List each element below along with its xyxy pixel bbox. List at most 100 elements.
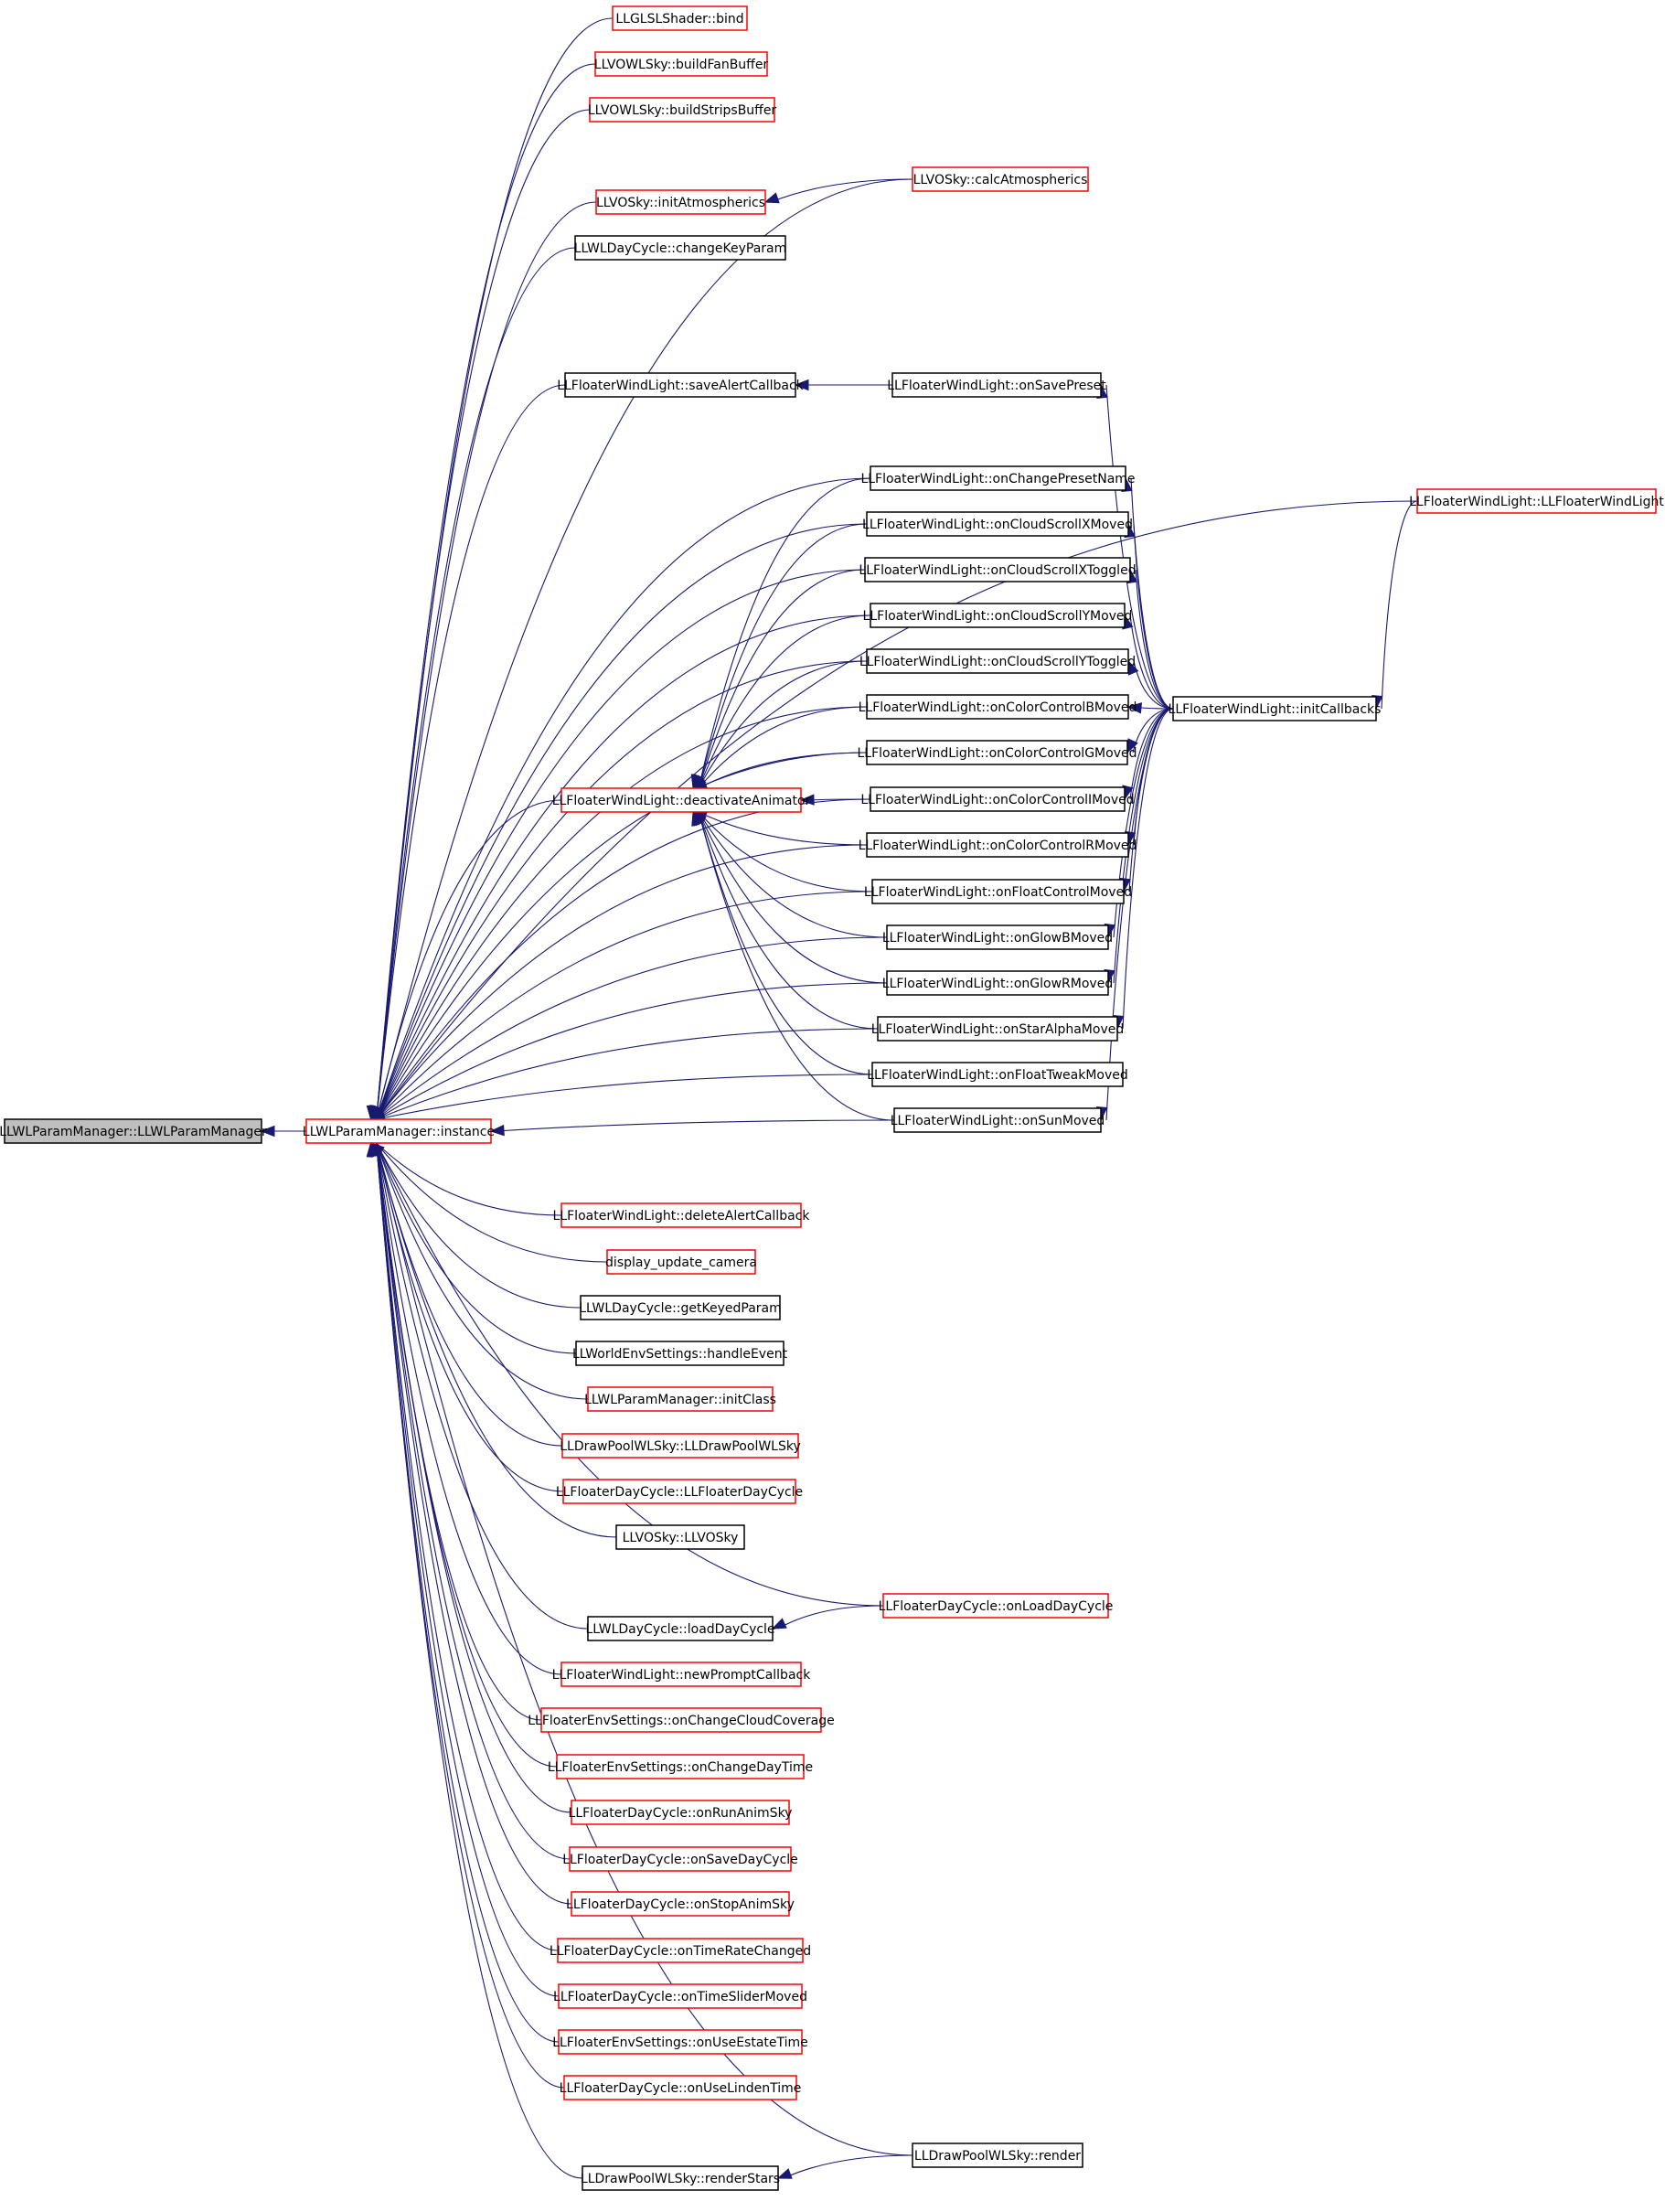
edge-on-ccrmoved-to-instance — [376, 844, 868, 1120]
node-label: LLFloaterDayCycle::onLoadDayCycle — [879, 1599, 1114, 1614]
node-on-float-tweak[interactable]: LLFloaterWindLight::onFloatTweakMoved — [867, 1062, 1128, 1087]
node-on-use-estate[interactable]: LLFloaterEnvSettings::onUseEstateTime — [552, 2029, 808, 2055]
node-instance[interactable]: LLWLParamManager::instance — [303, 1118, 495, 1144]
node-label: LLDrawPoolWLSky::render — [914, 2149, 1081, 2164]
edge-on-ccgmoved-to-deactivate — [698, 752, 868, 789]
node-root[interactable]: LLWLParamManager::LLWLParamManager — [0, 1118, 267, 1144]
edge-on-fcmoved-to-instance — [376, 891, 873, 1120]
node-label: LLFloaterEnvSettings::onChangeCloudCover… — [528, 1714, 835, 1728]
node-on-csytoggled[interactable]: LLFloaterWindLight::onCloudScrollYToggle… — [859, 648, 1136, 674]
edge-calc-atmo-to-instance — [376, 178, 913, 1120]
node-box — [562, 1479, 796, 1504]
node-on-use-linden[interactable]: LLFloaterDayCycle::onUseLindenTime — [560, 2075, 802, 2100]
node-build-fan[interactable]: LLVOWLSky::buildFanBuffer — [594, 51, 769, 77]
edge-on-star-alpha-to-deactivate — [698, 811, 879, 1030]
node-on-cloud-cov[interactable]: LLFloaterEnvSettings::onChangeCloudCover… — [528, 1707, 835, 1733]
node-init-atmo[interactable]: LLVOSky::initAtmospherics — [595, 189, 766, 215]
node-box — [871, 879, 1125, 904]
node-new-prompt[interactable]: LLFloaterWindLight::newPromptCallback — [552, 1662, 812, 1687]
node-handle-event[interactable]: LLWorldEnvSettings::handleEvent — [572, 1341, 788, 1366]
edge-on-csytoggled-to-deactivate — [698, 660, 868, 789]
edge-new-prompt-to-instance — [376, 1142, 562, 1675]
edge-on-glow-b-to-instance — [376, 936, 888, 1120]
node-box — [589, 97, 775, 123]
node-on-run-anim[interactable]: LLFloaterDayCycle::onRunAnimSky — [569, 1800, 793, 1825]
node-box — [866, 511, 1129, 537]
node-on-ccbmoved[interactable]: LLFloaterWindLight::onColorControlBMoved — [859, 694, 1137, 720]
node-box — [866, 740, 1128, 765]
node-on-day-time[interactable]: LLFloaterEnvSettings::onChangeDayTime — [548, 1754, 813, 1779]
node-delete-alert[interactable]: LLFloaterWindLight::deleteAlertCallback — [553, 1202, 811, 1228]
node-render-stars[interactable]: LLDrawPoolWLSky::renderStars — [581, 2165, 780, 2191]
node-calc-atmo[interactable]: LLVOSky::calcAtmospherics — [912, 166, 1089, 192]
edge-init-callbacks-to-on-glow-r — [1113, 708, 1174, 984]
node-label: LLVOSky::initAtmospherics — [596, 196, 765, 210]
node-init-class[interactable]: LLWLParamManager::initClass — [584, 1386, 776, 1412]
node-label: display_update_camera — [605, 1256, 757, 1270]
node-change-key[interactable]: LLWLDayCycle::changeKeyParam — [574, 235, 787, 261]
node-on-save-day[interactable]: LLFloaterDayCycle::onSaveDayCycle — [562, 1846, 798, 1872]
node-render[interactable]: LLDrawPoolWLSky::render — [912, 2143, 1083, 2168]
node-fwl-ctor[interactable]: LLFloaterWindLight::LLFloaterWindLight — [1409, 488, 1664, 514]
node-display-cam[interactable]: display_update_camera — [605, 1249, 757, 1275]
node-on-sun-moved[interactable]: LLFloaterWindLight::onSunMoved — [891, 1107, 1105, 1133]
arrowhead — [1126, 702, 1142, 714]
node-fdc-ctor[interactable]: LLFloaterDayCycle::LLFloaterDayCycle — [556, 1479, 803, 1504]
node-on-star-alpha[interactable]: LLFloaterWindLight::onStarAlphaMoved — [871, 1016, 1125, 1042]
node-on-csymoved[interactable]: LLFloaterWindLight::onCloudScrollYMoved — [863, 603, 1133, 628]
node-box — [866, 648, 1129, 674]
arrowhead — [489, 1124, 505, 1137]
node-box — [612, 5, 748, 31]
node-box — [870, 786, 1126, 812]
node-on-glow-r[interactable]: LLFloaterWindLight::onGlowRMoved — [882, 970, 1113, 996]
node-label: LLFloaterWindLight::onGlowBMoved — [882, 931, 1113, 946]
node-label: LLVOWLSky::buildStripsBuffer — [588, 103, 777, 118]
edge-load-day-to-instance — [376, 1142, 589, 1630]
node-vosky-ctor[interactable]: LLVOSky::LLVOSky — [615, 1524, 745, 1550]
node-label: LLFloaterEnvSettings::onChangeDayTime — [548, 1760, 813, 1775]
node-on-csxtoggled[interactable]: LLFloaterWindLight::onCloudScrollXToggle… — [859, 557, 1137, 582]
node-box — [558, 2029, 803, 2055]
node-on-ccimoved[interactable]: LLFloaterWindLight::onColorControlIMoved — [860, 786, 1135, 812]
edge-draw-pool-ctor-to-instance — [376, 1142, 563, 1447]
edges-layer — [260, 17, 1418, 2179]
node-on-save-preset[interactable]: LLFloaterWindLight::onSavePreset — [887, 372, 1106, 398]
node-box — [871, 1062, 1124, 1087]
node-label: LLWLDayCycle::loadDayCycle — [585, 1622, 774, 1637]
node-box — [560, 1662, 802, 1687]
node-draw-pool-ctor[interactable]: LLDrawPoolWLSky::LLDrawPoolWLSky — [560, 1433, 801, 1459]
node-on-fcmoved[interactable]: LLFloaterWindLight::onFloatControlMoved — [864, 879, 1132, 904]
node-on-load-day[interactable]: LLFloaterDayCycle::onLoadDayCycle — [879, 1593, 1114, 1619]
node-box — [1172, 696, 1377, 721]
node-on-time-rate[interactable]: LLFloaterDayCycle::onTimeRateChanged — [550, 1938, 811, 1963]
node-load-day[interactable]: LLWLDayCycle::loadDayCycle — [585, 1616, 775, 1641]
node-label: LLFloaterWindLight::onFloatControlMoved — [864, 885, 1132, 900]
node-init-callbacks[interactable]: LLFloaterWindLight::initCallbacks — [1169, 696, 1382, 721]
node-box — [587, 1386, 774, 1412]
node-label: LLFloaterWindLight::newPromptCallback — [552, 1668, 812, 1683]
node-build-strips[interactable]: LLVOWLSky::buildStripsBuffer — [588, 97, 777, 123]
node-get-keyed[interactable]: LLWLDayCycle::getKeyedParam — [579, 1295, 782, 1320]
node-box — [864, 557, 1131, 582]
node-bind[interactable]: LLGLSLShader::bind — [612, 5, 748, 31]
edge-on-stop-anim-to-instance — [376, 1142, 572, 1905]
node-on-ccrmoved[interactable]: LLFloaterWindLight::onColorControlRMoved — [859, 832, 1137, 858]
node-box — [563, 2075, 797, 2100]
node-on-change-preset[interactable]: LLFloaterWindLight::onChangePresetName — [860, 465, 1136, 491]
node-on-csxmoved[interactable]: LLFloaterWindLight::onCloudScrollXMoved — [862, 511, 1133, 537]
node-on-ccgmoved[interactable]: LLFloaterWindLight::onColorControlGMoved — [858, 740, 1137, 765]
edge-render-stars-to-instance — [376, 1142, 583, 2179]
edge-on-ccgmoved-to-instance — [376, 752, 868, 1120]
node-box — [870, 603, 1126, 628]
node-label: LLVOSky::LLVOSky — [623, 1531, 739, 1545]
edge-init-callbacks-to-on-save-preset — [1105, 384, 1174, 710]
node-label: LLWorldEnvSettings::handleEvent — [572, 1347, 788, 1362]
node-save-alert[interactable]: LLFloaterWindLight::saveAlertCallback — [557, 372, 805, 398]
node-label: LLFloaterDayCycle::onSaveDayCycle — [562, 1853, 798, 1867]
node-on-stop-anim[interactable]: LLFloaterDayCycle::onStopAnimSky — [566, 1891, 795, 1917]
node-on-glow-b[interactable]: LLFloaterWindLight::onGlowBMoved — [882, 924, 1113, 950]
node-on-time-slider[interactable]: LLFloaterDayCycle::onTimeSliderMoved — [553, 1983, 807, 2009]
node-deactivate[interactable]: LLFloaterWindLight::deactivateAnimator — [552, 787, 811, 813]
edge-display-cam-to-instance — [376, 1142, 608, 1263]
edge-init-callbacks-to-on-sun-moved — [1105, 708, 1174, 1121]
